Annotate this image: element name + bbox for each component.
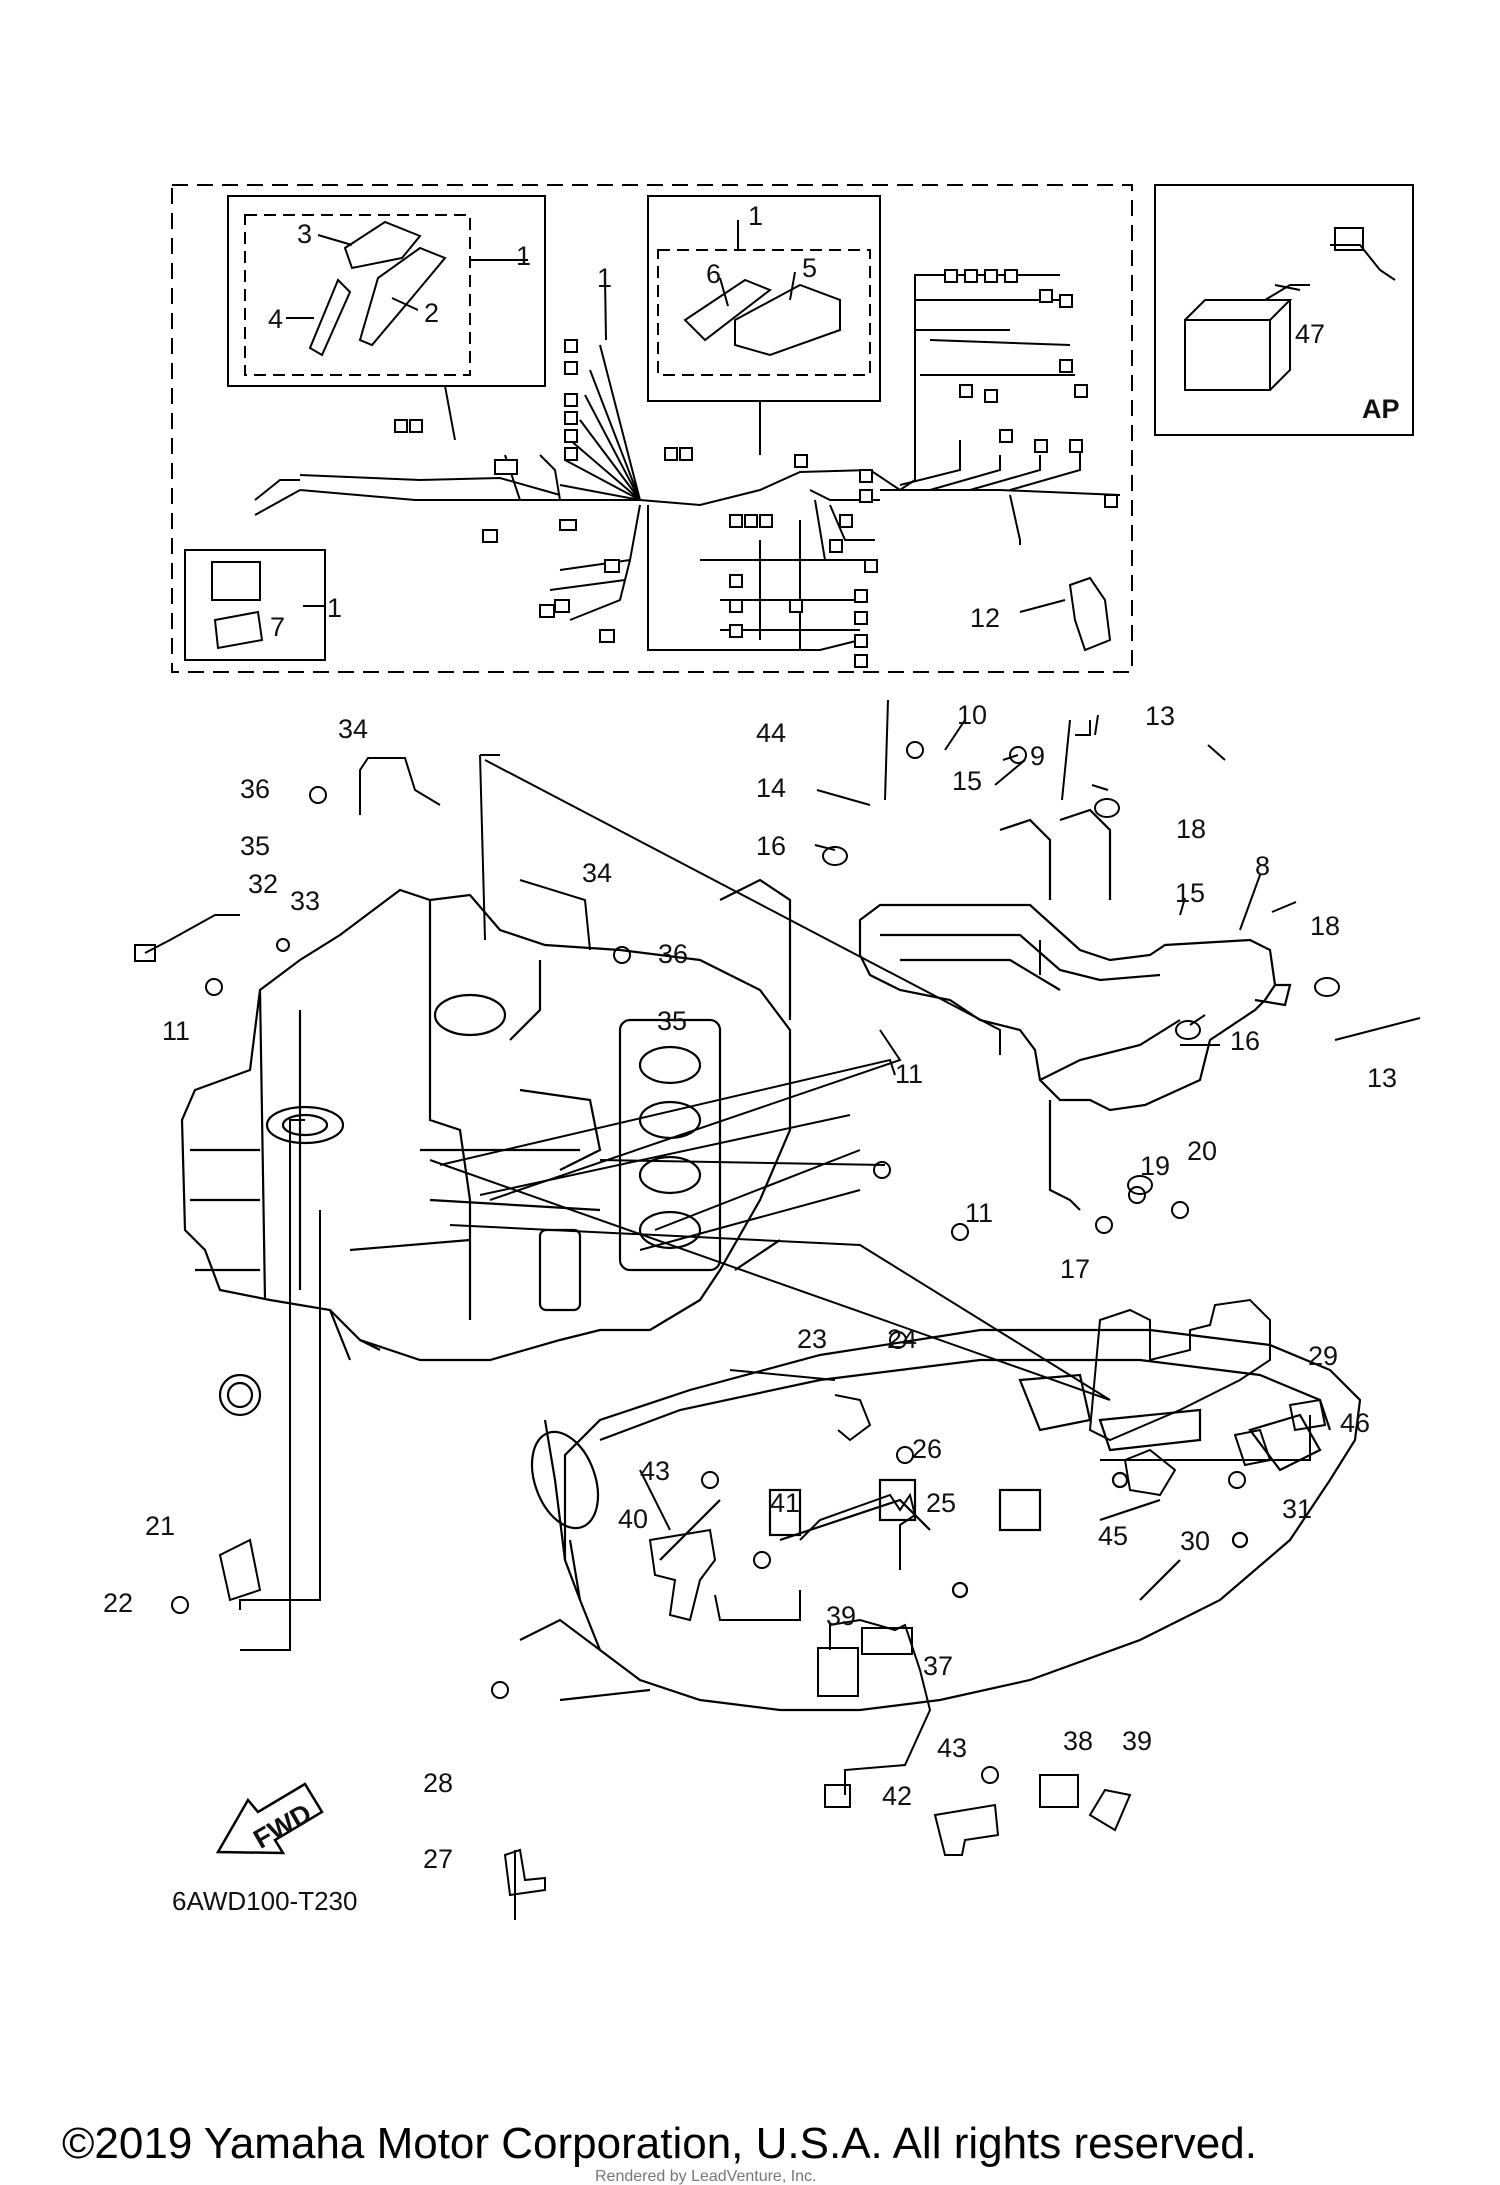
callout-10: 10: [957, 700, 987, 730]
callout-11: 11: [162, 1016, 190, 1046]
callout-35: 35: [240, 831, 270, 861]
callout-8: 8: [1255, 851, 1270, 881]
harness-connectors: [394, 269, 1118, 668]
callout-30: 30: [1180, 1526, 1210, 1556]
callout-25: 25: [926, 1488, 956, 1518]
callout-16b: 16: [1230, 1026, 1260, 1056]
callout-3: 3: [297, 219, 312, 249]
sensor-lead-34-upper: [359, 757, 441, 815]
callout-34b: 34: [582, 858, 612, 888]
callout-32: 32: [248, 869, 278, 899]
callout-2: 2: [424, 298, 439, 328]
callout-1: 1: [516, 241, 531, 271]
callout-16: 16: [756, 831, 786, 861]
callout-46: 46: [1340, 1408, 1370, 1438]
callout-39: 39: [826, 1601, 856, 1631]
callout-9: 9: [1030, 741, 1045, 771]
ap-detail-box: [1154, 184, 1414, 436]
callout-36b: 36: [658, 939, 688, 969]
part-code: 6AWD100-T230: [172, 1886, 357, 1916]
callout-26: 26: [912, 1434, 942, 1464]
callout-7: 7: [270, 612, 285, 642]
callout-36: 36: [240, 774, 270, 804]
callout-13b: 13: [1367, 1063, 1397, 1093]
callout-24: 24: [887, 1324, 917, 1354]
callout-21: 21: [145, 1511, 175, 1541]
copyright-notice: ©2019 Yamaha Motor Corporation, U.S.A. A…: [62, 2119, 1257, 2168]
callout-18: 18: [1176, 814, 1206, 844]
callout-38: 38: [1063, 1726, 1093, 1756]
callout-40: 40: [618, 1504, 648, 1534]
callout-45: 45: [1098, 1521, 1128, 1551]
wire-harness: [254, 274, 1121, 651]
bottom-cowling: [519, 1328, 1362, 1712]
ap-label: AP: [1362, 394, 1400, 424]
callout-14: 14: [756, 773, 786, 803]
callout-18b: 18: [1310, 911, 1340, 941]
callout-5: 5: [802, 253, 817, 283]
callout-1d: 1: [327, 593, 342, 623]
callout-42: 42: [882, 1781, 912, 1811]
callout-41: 41: [770, 1488, 800, 1518]
rendered-by: Rendered by LeadVenture, Inc.: [595, 2168, 817, 2185]
callout-12: 12: [970, 603, 1000, 633]
callout-33: 33: [290, 886, 320, 916]
callout-35b: 35: [657, 1006, 687, 1036]
callout-11b: 11: [895, 1059, 923, 1089]
callout-15b: 15: [1175, 878, 1205, 908]
inset-box-right: [647, 195, 881, 402]
callout-20: 20: [1187, 1136, 1217, 1166]
sensor-lead-34-lower: [519, 879, 591, 951]
callout-leaders: [286, 220, 1297, 1046]
callout-34: 34: [338, 714, 368, 744]
callout-44: 44: [756, 718, 786, 748]
callout-4: 4: [268, 304, 283, 334]
callout-29: 29: [1308, 1341, 1338, 1371]
callout-43: 43: [640, 1456, 670, 1486]
callout-27: 27: [423, 1844, 453, 1874]
callout-6: 6: [706, 259, 721, 289]
callout-1c: 1: [748, 201, 763, 231]
callout-28: 28: [423, 1768, 453, 1798]
callout-39b: 39: [1122, 1726, 1152, 1756]
bracket-assembly: [858, 808, 1292, 1211]
callout-47: 47: [1295, 319, 1325, 349]
callout-13: 13: [1145, 701, 1175, 731]
callout-17: 17: [1060, 1254, 1090, 1284]
callout-1b: 1: [597, 263, 612, 293]
callout-15: 15: [952, 766, 982, 796]
inset-box-left: [227, 195, 546, 387]
callout-11c: 11: [965, 1198, 993, 1228]
callout-22: 22: [103, 1588, 133, 1618]
callout-23: 23: [797, 1324, 827, 1354]
leader-line: [484, 759, 1001, 1055]
callout-43b: 43: [937, 1733, 967, 1763]
callout-19: 19: [1140, 1151, 1170, 1181]
harness-dashed-frame: [171, 184, 1133, 673]
callout-31: 31: [1282, 1494, 1312, 1524]
small-parts: [134, 284, 1421, 1920]
engine-block: [180, 878, 792, 1417]
fwd-arrow-icon: FWD: [215, 1782, 324, 1855]
callout-37: 37: [923, 1651, 953, 1681]
callout-labels: 3 4 2 1 1 1 6 5 7 1 12 47 44 10 9 13 14 …: [103, 201, 1397, 1874]
